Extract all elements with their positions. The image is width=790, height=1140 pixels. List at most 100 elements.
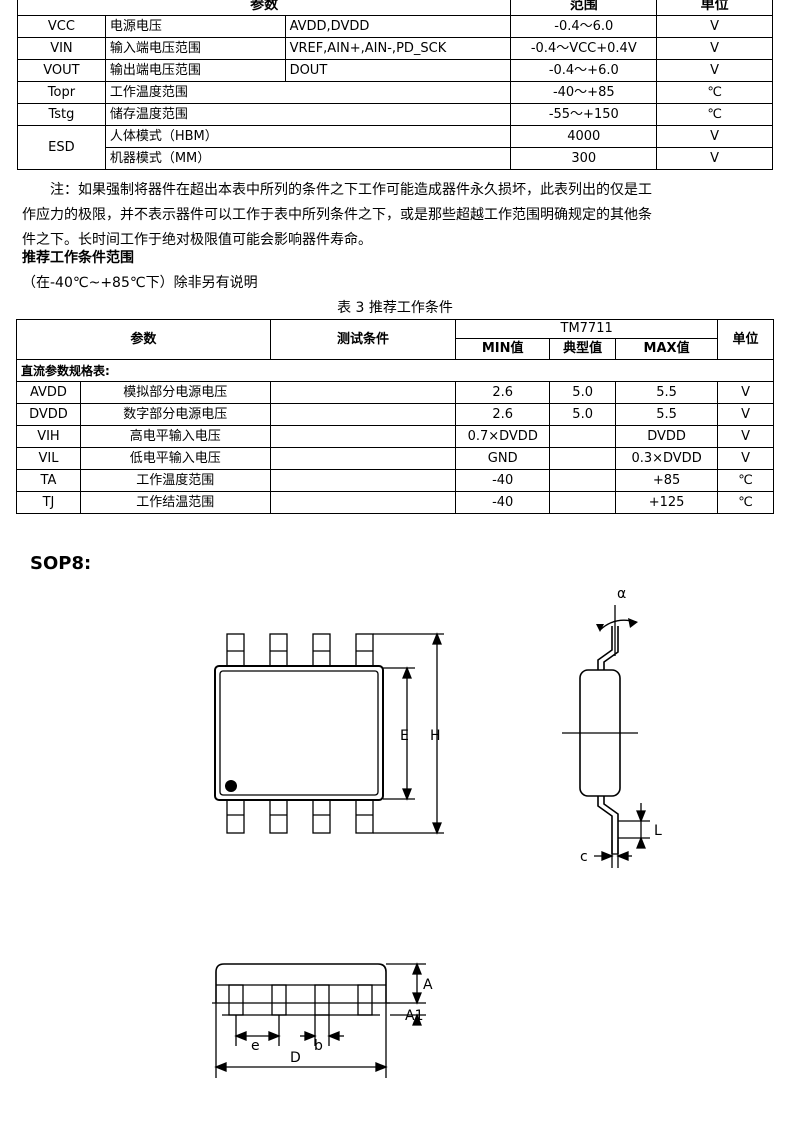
rec-max: 0.3×DVDD — [615, 447, 719, 470]
abs-symbol: Topr — [17, 81, 106, 104]
rec-typ: 5.0 — [549, 381, 617, 404]
rec-header-test: 测试条件 — [269, 319, 457, 360]
abs-header-range: 范围 — [510, 0, 658, 16]
note-paragraph: 注：如果强制将器件在超出本表中所列的条件之下工作可能造成器件永久损坏，此表列出的… — [22, 178, 768, 253]
side-view: α L c — [562, 586, 662, 868]
abs-cond: DOUT — [284, 59, 512, 82]
rec-name: 低电平输入电压 — [79, 447, 271, 470]
abs-name: 人体模式（HBM） — [104, 125, 512, 148]
rec-unit: V — [717, 403, 774, 426]
front-view: A A1 e b D — [212, 962, 433, 1078]
dim-label-e: e — [251, 1038, 260, 1054]
rec-unit: ℃ — [717, 469, 774, 492]
table-row: Topr 工作温度范围 -40～+85 ℃ — [17, 81, 773, 104]
table-row: TJ 工作结温范围 -40 +125 ℃ — [16, 491, 774, 514]
rec-min: GND — [455, 447, 551, 470]
rec-header-min: MIN值 — [455, 338, 551, 360]
table-row: VIN 输入端电压范围 VREF,AIN+,AIN-,PD_SCK -0.4～V… — [17, 37, 773, 60]
abs-name: 输出端电压范围 — [104, 59, 286, 82]
abs-header-unit: 单位 — [656, 0, 773, 16]
dim-label-L: L — [654, 823, 662, 839]
dim-label-A1: A1 — [405, 1008, 423, 1024]
rec-test — [269, 469, 457, 492]
section-heading: 推荐工作条件范围 — [22, 250, 134, 266]
dim-label-E: E — [400, 728, 409, 744]
rec-symbol: TA — [16, 469, 81, 492]
abs-range: 300 — [510, 147, 658, 170]
rec-header-typ: 典型值 — [549, 338, 617, 360]
rec-max: 5.5 — [615, 381, 719, 404]
rec-test — [269, 447, 457, 470]
abs-symbol: Tstg — [17, 103, 106, 126]
table-row: 机器模式（MM） 300 V — [18, 147, 773, 170]
rec-unit: ℃ — [717, 491, 774, 514]
section-subheading: （在-40℃~+85℃下）除非另有说明 — [22, 275, 258, 291]
rec-max: +125 — [615, 491, 719, 514]
table-row: VIL 低电平输入电压 GND 0.3×DVDD V — [16, 447, 774, 470]
rec-max: DVDD — [615, 425, 719, 448]
dim-label-alpha: α — [617, 586, 626, 602]
abs-unit: V — [656, 125, 773, 148]
abs-range: 4000 — [510, 125, 658, 148]
table-row: AVDD 模拟部分电源电压 2.6 5.0 5.5 V — [16, 381, 774, 404]
package-title: SOP8: — [30, 553, 92, 574]
rec-typ — [549, 491, 617, 514]
rec-typ — [549, 447, 617, 470]
abs-name: 输入端电压范围 — [104, 37, 286, 60]
abs-symbol: VIN — [17, 37, 106, 60]
rec-typ — [549, 469, 617, 492]
rec-section-title: 直流参数规格表: — [16, 359, 774, 382]
abs-unit: ℃ — [656, 81, 773, 104]
rec-header-device: TM7711 — [455, 319, 719, 339]
abs-unit: ℃ — [656, 103, 773, 126]
abs-symbol: VOUT — [17, 59, 106, 82]
rec-name: 工作温度范围 — [79, 469, 271, 492]
abs-range: -0.4～+6.0 — [510, 59, 658, 82]
abs-range: -0.4～VCC+0.4V — [510, 37, 658, 60]
abs-cond: AVDD,DVDD — [284, 15, 512, 38]
abs-unit: V — [656, 37, 773, 60]
table-caption: 表 3 推荐工作条件 — [337, 300, 453, 316]
rec-min: -40 — [455, 491, 551, 514]
rec-test — [269, 403, 457, 426]
dim-label-b: b — [314, 1038, 323, 1054]
table-row: VIH 高电平输入电压 0.7×DVDD DVDD V — [16, 425, 774, 448]
note-line: 件之下。长时间工作于绝对极限值可能会影响器件寿命。 — [22, 232, 372, 248]
rec-typ: 5.0 — [549, 403, 617, 426]
rec-symbol: VIL — [16, 447, 81, 470]
abs-range: -55～+150 — [510, 103, 658, 126]
dim-label-H: H — [430, 728, 441, 744]
table-row: DVDD 数字部分电源电压 2.6 5.0 5.5 V — [16, 403, 774, 426]
rec-name: 工作结温范围 — [79, 491, 271, 514]
note-line: 作应力的极限，并不表示器件可以工作于表中所列条件之下，或是那些超越工作范围明确规… — [22, 207, 652, 223]
rec-test — [269, 425, 457, 448]
absolute-max-table: 参数 范围 单位 VCC 电源电压 AVDD,DVDD -0.4～6.0 V V… — [16, 0, 773, 170]
abs-unit: V — [656, 15, 773, 38]
recommended-conditions-table: 参数 测试条件 TM7711 单位 MIN值 典型值 MAX值 直流参数规格表:… — [16, 319, 774, 514]
rec-symbol: VIH — [16, 425, 81, 448]
abs-unit: V — [656, 59, 773, 82]
top-view: E H — [214, 632, 444, 835]
rec-max: 5.5 — [615, 403, 719, 426]
table-row: Tstg 储存温度范围 -55～+150 ℃ — [17, 103, 773, 126]
table-row: ESD 人体模式（HBM） 4000 V — [17, 125, 773, 170]
note-line: 注：如果强制将器件在超出本表中所列的条件之下工作可能造成器件永久损坏，此表列出的… — [50, 182, 652, 198]
rec-min: 2.6 — [455, 381, 551, 404]
table-row: TA 工作温度范围 -40 +85 ℃ — [16, 469, 774, 492]
rec-name: 高电平输入电压 — [79, 425, 271, 448]
dim-label-c: c — [580, 849, 588, 865]
abs-range: -40～+85 — [510, 81, 658, 104]
rec-min: 0.7×DVDD — [455, 425, 551, 448]
rec-name: 模拟部分电源电压 — [79, 381, 271, 404]
abs-unit: V — [656, 147, 773, 170]
sop8-package-drawing: E H α L c — [212, 586, 662, 1078]
abs-header-param: 参数 — [16, 0, 512, 16]
rec-symbol: AVDD — [16, 381, 81, 404]
dim-label-A: A — [423, 977, 433, 993]
pin1-marker — [225, 780, 237, 792]
rec-max: +85 — [615, 469, 719, 492]
abs-name: 储存温度范围 — [104, 103, 512, 126]
rec-header-param: 参数 — [16, 319, 271, 360]
abs-range: -0.4～6.0 — [510, 15, 658, 38]
abs-cond: VREF,AIN+,AIN-,PD_SCK — [284, 37, 512, 60]
